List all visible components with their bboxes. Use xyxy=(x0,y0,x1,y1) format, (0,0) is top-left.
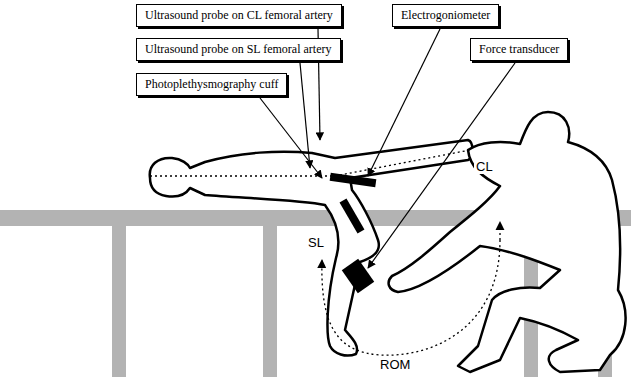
probe-label-box: Ultrasound probe on SL femoral artery xyxy=(136,38,341,61)
box-label: Photoplethysmography cuff xyxy=(145,77,278,92)
subject-figure xyxy=(150,140,473,356)
box-label: Ultrasound probe on SL femoral artery xyxy=(145,42,332,57)
box-label: Electrogoniometer xyxy=(401,8,490,23)
leader-lines xyxy=(260,29,515,268)
range-label: ROM xyxy=(378,358,412,372)
cuff-label-box: Photoplethysmography cuff xyxy=(136,73,287,96)
dotted-lines xyxy=(150,150,500,355)
transducer-label-box: Force transducer xyxy=(470,38,568,61)
box-label: Force transducer xyxy=(479,42,559,57)
box-label: Ultrasound probe on CL femoral artery xyxy=(145,8,333,23)
leg-label: CL xyxy=(474,160,495,174)
leg-label: SL xyxy=(306,236,326,250)
force-transducer xyxy=(342,259,374,293)
probe-label-box: Ultrasound probe on CL femoral artery xyxy=(136,4,342,27)
electrogoniometer xyxy=(330,173,377,234)
examiner-figure xyxy=(389,112,626,372)
goniometer-label-box: Electrogoniometer xyxy=(392,4,499,27)
